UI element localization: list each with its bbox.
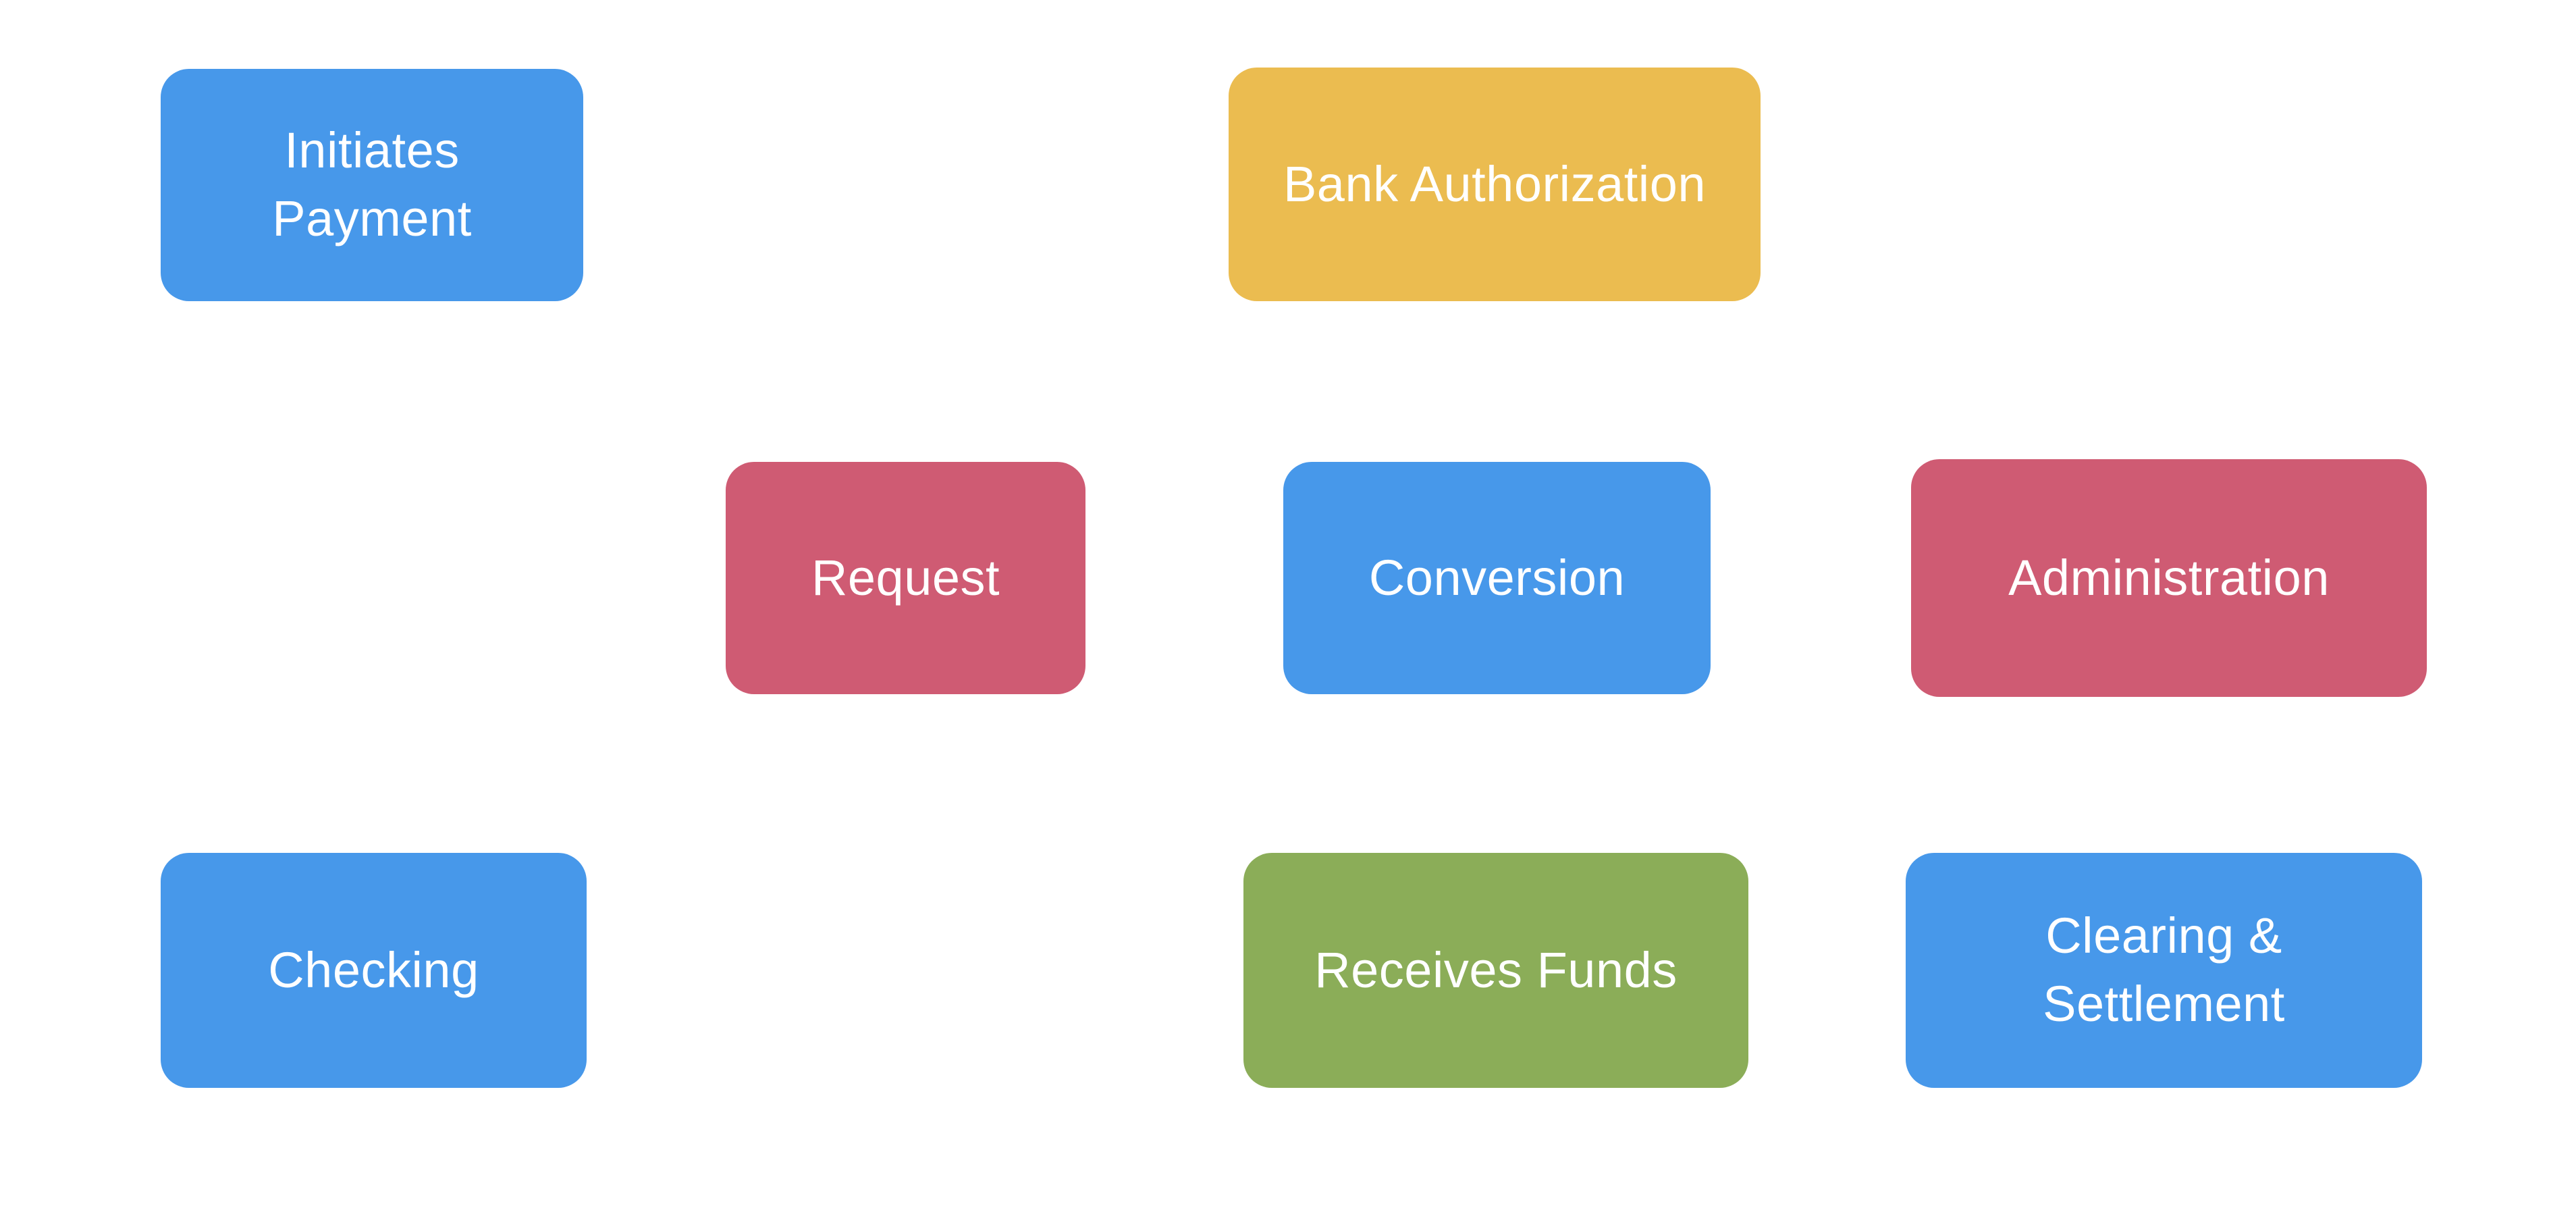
node-label: Initiates Payment: [272, 117, 472, 253]
node-label: Receives Funds: [1314, 937, 1678, 1005]
node-label-line: Administration: [2008, 549, 2330, 606]
node-label-line: Bank Authorization: [1283, 155, 1707, 212]
node-label-line: Conversion: [1368, 549, 1626, 606]
node-label-line: Receives Funds: [1314, 941, 1678, 998]
node-label: Conversion: [1369, 544, 1625, 612]
node-label: Checking: [268, 937, 479, 1005]
node-checking[interactable]: Checking: [161, 853, 587, 1088]
node-label-line: Payment: [272, 190, 472, 246]
node-label-line: Clearing &: [2045, 908, 2282, 964]
node-label-line: Initiates: [284, 122, 460, 179]
node-label: Clearing & Settlement: [2043, 902, 2285, 1038]
node-administration[interactable]: Administration: [1911, 459, 2427, 697]
node-initiates-payment[interactable]: Initiates Payment: [161, 69, 583, 301]
node-label: Request: [811, 544, 1000, 612]
node-label-line: Request: [811, 549, 1000, 606]
node-bank-authorization[interactable]: Bank Authorization: [1229, 68, 1761, 301]
node-label: Administration: [2008, 544, 2330, 612]
node-label: Bank Authorization: [1283, 151, 1706, 219]
node-clearing-settlement[interactable]: Clearing & Settlement: [1906, 853, 2422, 1088]
node-label-line: Checking: [268, 941, 479, 998]
node-label-line: Settlement: [2043, 976, 2285, 1032]
node-conversion[interactable]: Conversion: [1283, 462, 1711, 694]
node-request[interactable]: Request: [726, 462, 1085, 694]
node-receives-funds[interactable]: Receives Funds: [1243, 853, 1748, 1088]
